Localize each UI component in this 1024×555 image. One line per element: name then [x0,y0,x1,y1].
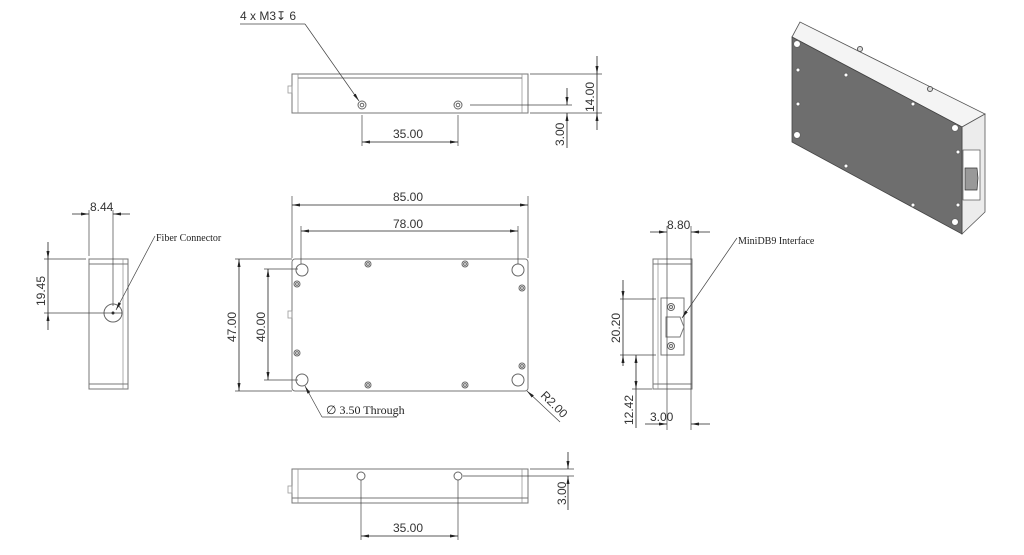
iso-screw [951,218,959,226]
minidb9-label: MiniDB9 Interface [738,236,815,247]
dim-hole-offset: 3.00 [555,481,569,505]
dim-connector-offset: 12.42 [622,395,636,425]
dim-hole-span-x: 78.00 [393,217,423,231]
dim-width: 47.00 [225,312,239,342]
dim-connector-x: 8.80 [667,218,691,232]
dim-connector-height: 20.20 [609,313,623,343]
right-side-view: 8.80 MiniDB9 Interface 20.20 12.42 3.00 [609,218,815,430]
iso-screw [955,149,961,155]
iso-screw [843,72,849,78]
hole-callout: ∅ 3.50 Through [326,403,405,417]
left-side-view: 8.44 19.45 Fiber Connector [34,200,222,390]
iso-screw [951,124,959,132]
dim-hole-offset: 3.00 [553,122,567,146]
iso-screw [793,131,801,139]
iso-screw [910,202,916,208]
isometric-view [791,21,986,235]
mount-hole [295,263,309,277]
thread-callout: 4 x M3↧ 6 [240,9,296,23]
side-hole [453,471,463,481]
dim-hole-spacing: 35.00 [393,127,423,141]
iso-screw [843,163,849,169]
dim-length: 85.00 [393,190,423,204]
side-hole [356,471,366,481]
iso-screw [795,101,801,107]
iso-screw [955,202,961,208]
dim-hole-span-y: 40.00 [254,312,268,342]
bottom-view: 35.00 3.00 [287,452,574,540]
iso-screw [793,40,801,48]
dim-connector-x: 8.44 [90,200,114,214]
mount-hole [511,373,525,387]
top-view: 4 x M3↧ 6 35.00 14.00 3.00 [240,9,602,148]
dim-hole-spacing: 35.00 [393,521,423,535]
iso-screw [910,101,916,107]
dim-connector-y: 19.45 [34,276,48,306]
fiber-connector-label: Fiber Connector [156,233,222,244]
iso-screw [795,67,801,73]
front-view: 85.00 78.00 47.00 40.00 ∅ 3.50 Through R… [225,190,571,423]
mount-hole [511,263,525,277]
dim-wall: 3.00 [650,410,674,424]
corner-radius: R2.00 [538,388,571,421]
dim-height: 14.00 [583,82,597,112]
